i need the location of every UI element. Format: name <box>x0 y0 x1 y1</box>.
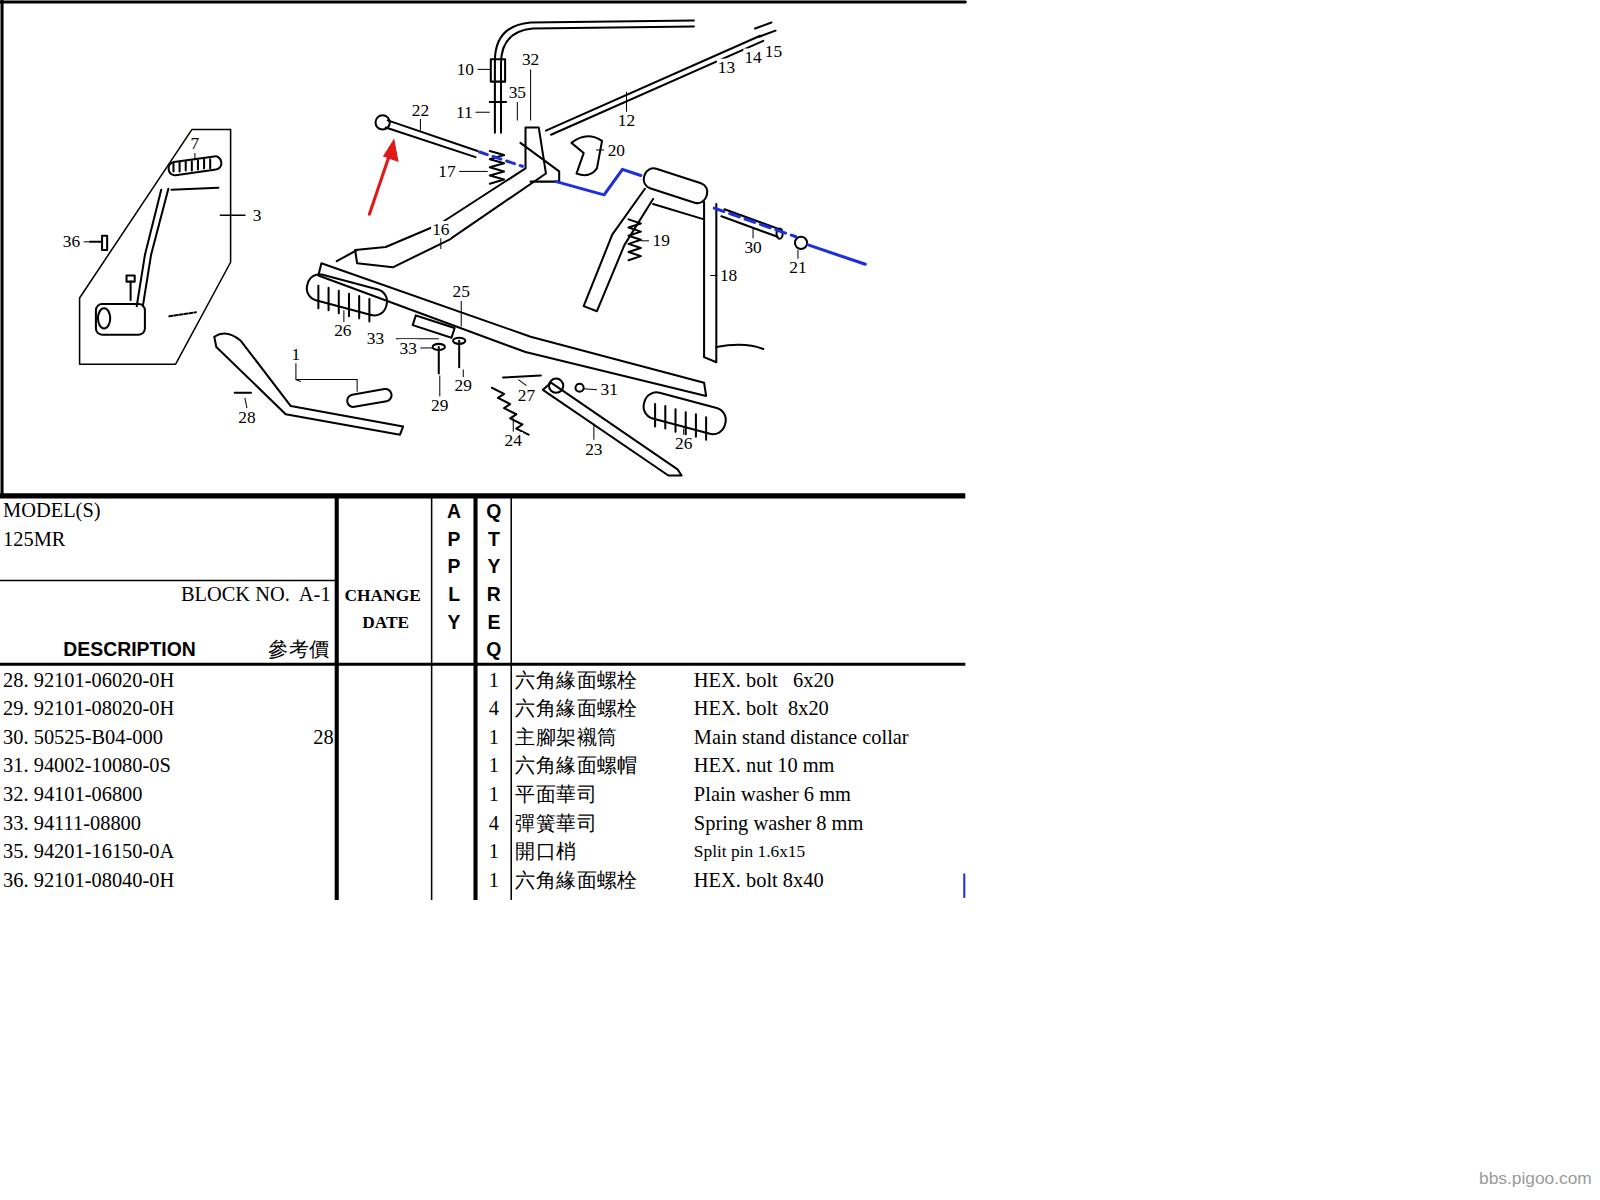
english-description: HEX. bolt 8x40 <box>694 869 824 889</box>
callout-number: 18 <box>719 267 738 284</box>
callout-number: 7 <box>190 135 201 152</box>
callout-number: 1 <box>291 345 302 362</box>
english-description: Main stand distance collar <box>694 727 909 747</box>
part-number: 35. 94201-16150-0A <box>3 841 174 861</box>
chinese-description: 六角緣面螺栓 <box>515 698 637 718</box>
callout-number: 15 <box>764 42 783 59</box>
table-header: MODEL(S) <box>3 500 100 520</box>
quantity: 1 <box>489 869 499 889</box>
table-header: BLOCK NO. A-1 <box>181 584 331 604</box>
callout-number: 29 <box>430 396 449 413</box>
part-number: 32. 94101-06800 <box>3 784 142 804</box>
english-description: Plain washer 6 mm <box>694 784 851 804</box>
callout-number: 22 <box>411 102 430 119</box>
english-description: Split pin 1.6x15 <box>694 842 805 859</box>
callout-number: 17 <box>437 163 456 180</box>
english-description: HEX. bolt 6x20 <box>694 669 834 689</box>
table-header: QTYREQ <box>484 498 503 663</box>
callout-number: 11 <box>455 104 474 121</box>
part-number: 28. 92101-06020-0H <box>3 669 174 689</box>
chinese-description: 六角緣面螺栓 <box>515 869 637 889</box>
quantity: 1 <box>489 784 499 804</box>
part-number: 29. 92101-08020-0H <box>3 698 174 718</box>
callout-number: 35 <box>508 84 527 101</box>
reference-price: 28 <box>313 727 333 747</box>
table-header: DATE <box>362 614 409 631</box>
callout-number: 24 <box>504 432 523 449</box>
english-description: HEX. bolt 8x20 <box>694 698 829 718</box>
table-header: CHANGE <box>345 586 421 603</box>
quantity: 1 <box>489 727 499 747</box>
quantity: 4 <box>489 698 499 718</box>
chinese-description: 開口梢 <box>515 841 576 861</box>
callout-number: 36 <box>62 233 81 250</box>
callout-number: 12 <box>617 112 636 129</box>
callout-number: 13 <box>717 59 736 76</box>
callout-number: 33 <box>398 339 417 356</box>
chinese-description: 平面華司 <box>515 784 597 804</box>
chinese-description: 彈簧華司 <box>515 812 597 832</box>
quantity: 1 <box>489 841 499 861</box>
part-number: 33. 94111-08800 <box>3 812 141 832</box>
callout-number: 33 <box>366 330 385 347</box>
english-description: HEX. nut 10 mm <box>694 755 835 775</box>
part-number: 36. 92101-08040-0H <box>3 869 174 889</box>
callout-number: 16 <box>431 221 450 238</box>
callout-number: 26 <box>333 322 352 339</box>
quantity: 4 <box>489 812 499 832</box>
callout-number: 31 <box>599 381 618 398</box>
chinese-description: 六角緣面螺帽 <box>515 755 637 775</box>
callout-number: 30 <box>743 238 762 255</box>
callout-number: 32 <box>521 51 540 68</box>
callout-number: 28 <box>237 409 256 426</box>
callout-number: 10 <box>456 61 475 78</box>
callout-number: 27 <box>517 386 536 403</box>
callout-number: 3 <box>252 207 263 224</box>
quantity: 1 <box>489 669 499 689</box>
callout-number: 25 <box>452 283 471 300</box>
quantity: 1 <box>489 755 499 775</box>
callout-number: 29 <box>454 377 473 394</box>
table-header: 125MR <box>3 529 65 549</box>
table-header: 參考價 <box>268 639 329 659</box>
english-description: Spring washer 8 mm <box>694 812 863 832</box>
watermark: bbs.pigoo.com <box>1479 1170 1592 1187</box>
callout-number: 21 <box>788 259 807 276</box>
part-number: 31. 94002-10080-0S <box>3 755 171 775</box>
table-header: DESCRIPTION <box>63 639 196 658</box>
callout-number: 14 <box>743 48 762 65</box>
chinese-description: 主腳架襯筒 <box>515 727 617 747</box>
chinese-description: 六角緣面螺栓 <box>515 669 637 689</box>
callout-number: 20 <box>607 141 626 158</box>
part-number: 30. 50525-B04-000 <box>3 727 163 747</box>
callout-number: 26 <box>674 435 693 452</box>
callout-number: 23 <box>584 440 603 457</box>
callout-number: 19 <box>652 232 671 249</box>
table-header: APPLY <box>444 498 463 636</box>
